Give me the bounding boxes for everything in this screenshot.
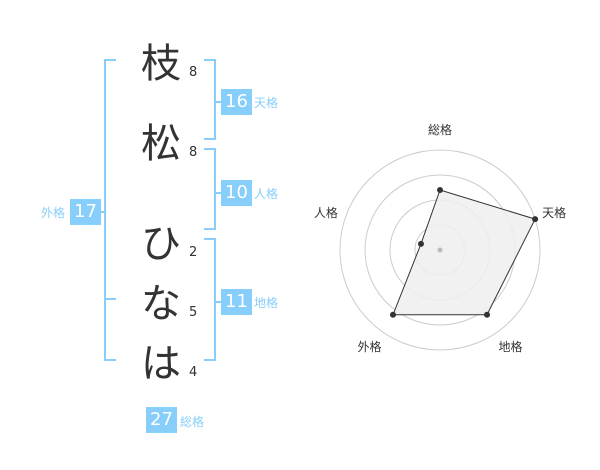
- tenkaku-bracket-spine: [214, 59, 216, 140]
- tenkaku-bracket-connector: [214, 101, 222, 103]
- radar-axis-label-3: 外格: [357, 339, 381, 354]
- chikaku-bracket-connector: [214, 301, 222, 303]
- stroke-count-3: 2: [189, 245, 198, 260]
- tenkaku-label: 天格: [254, 96, 279, 110]
- radar-point-0: [437, 187, 443, 193]
- soukaku-label: 総格: [180, 415, 205, 429]
- name-char-5: は: [141, 341, 181, 387]
- radar-point-4: [417, 240, 424, 247]
- name-char-2: 松: [141, 121, 181, 167]
- tenkaku-badge: 16: [221, 89, 252, 115]
- stroke-count-2: 8: [189, 145, 198, 160]
- jinkaku-badge: 10: [221, 180, 252, 206]
- jinkaku-bracket-spine: [214, 148, 216, 230]
- stroke-count-4: 5: [189, 305, 198, 320]
- radar-point-2: [484, 311, 491, 318]
- jinkaku-label: 人格: [254, 187, 279, 201]
- gaikaku-bracket-connector: [98, 211, 106, 213]
- chikaku-label: 地格: [254, 296, 279, 310]
- radar-data-points: [389, 187, 539, 318]
- gaikaku-bracket-middle: [104, 298, 116, 300]
- radar-ring-4: [339, 149, 541, 351]
- tenkaku-bracket-top: [204, 59, 216, 61]
- gaikaku-bracket-spine: [104, 59, 106, 361]
- jinkaku-bracket-connector: [214, 192, 222, 194]
- stroke-count-5: 4: [189, 365, 198, 380]
- chikaku-badge: 11: [221, 289, 252, 315]
- stroke-count-1: 8: [189, 65, 198, 80]
- radar-data-area: [392, 189, 536, 316]
- gaikaku-bracket-bottom: [104, 359, 116, 361]
- chikaku-bracket-bottom: [204, 359, 216, 361]
- radar-axis-label-0: 総格: [428, 122, 452, 137]
- gaikaku-badge: 17: [70, 199, 101, 225]
- soukaku-badge: 27: [146, 407, 177, 433]
- radar-point-1: [532, 216, 539, 223]
- chikaku-bracket-spine: [214, 238, 216, 361]
- name-char-4: な: [141, 281, 181, 327]
- tenkaku-bracket-bottom: [204, 138, 216, 140]
- radar-point-3: [389, 311, 396, 318]
- gaikaku-bracket-top: [104, 59, 116, 61]
- radar-axis-label-4: 人格: [314, 205, 338, 220]
- jinkaku-bracket-bottom: [204, 228, 216, 230]
- jinkaku-bracket-top: [204, 148, 216, 150]
- name-char-3: ひ: [141, 221, 181, 267]
- radar-axis-label-1: 天格: [542, 205, 566, 220]
- name-char-1: 枝: [141, 41, 181, 87]
- chikaku-bracket-top: [204, 238, 216, 240]
- radar-center-point: [437, 247, 443, 253]
- gaikaku-label: 外格: [41, 206, 66, 220]
- radar-axis-label-2: 地格: [498, 339, 522, 354]
